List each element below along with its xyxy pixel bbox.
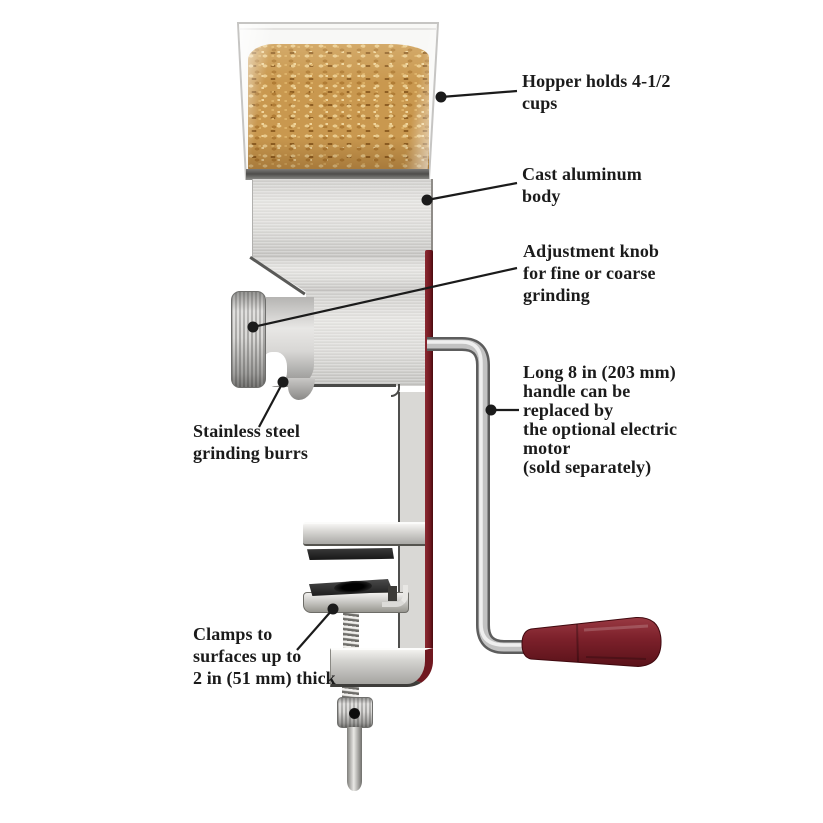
label-line: 2 in (51 mm) thick — [193, 668, 336, 688]
clamp-upper-jaw — [303, 522, 425, 546]
label-body: Cast aluminum body — [522, 163, 642, 207]
knob-boss-bulge — [288, 378, 315, 400]
callout-dot-adjustment — [247, 321, 259, 333]
label-line: Clamps to — [193, 624, 273, 644]
label-line: Adjustment knob — [523, 241, 660, 261]
label-line: replaced by — [523, 400, 614, 420]
callout-line-adjustment — [252, 266, 518, 329]
label-adjustment: Adjustment knob for fine or coarse grind… — [523, 240, 659, 306]
red-painted-edge — [425, 250, 433, 660]
burr-housing-bottom-edge — [303, 384, 396, 387]
clamp-bottom-arm — [330, 648, 433, 687]
label-line: cups — [522, 93, 558, 113]
crank-rod — [427, 337, 542, 654]
callout-dot-clamp — [327, 603, 339, 615]
clamp-screw-lower — [342, 685, 359, 699]
clamp-upper-pad — [307, 548, 394, 560]
label-line: Stainless steel — [193, 421, 300, 441]
label-line: the optional electric — [523, 419, 678, 439]
mill-body-top — [252, 179, 433, 258]
label-line: Cast aluminum — [522, 164, 642, 184]
label-line: for fine or coarse — [523, 263, 656, 283]
clamp-screw-rod — [347, 727, 362, 791]
hopper-glass-sheen — [239, 24, 437, 178]
label-line: body — [522, 186, 561, 206]
label-line: surfaces up to — [193, 646, 302, 666]
callout-dot-burrs — [277, 376, 289, 388]
label-line: (sold separately) — [523, 457, 652, 477]
callout-dot-hopper — [435, 91, 447, 103]
adjustment-knob — [231, 291, 266, 388]
clamp-screw-upper — [343, 612, 359, 650]
callout-line-hopper — [440, 89, 518, 99]
clamp-jaw-hook — [382, 585, 408, 607]
label-line: grinding burrs — [193, 443, 308, 463]
callout-dot-body — [421, 194, 433, 206]
label-burrs: Stainless steel grinding burrs — [193, 420, 308, 464]
hopper — [236, 22, 440, 180]
hopper-base — [246, 169, 429, 180]
callout-dot-handle — [485, 404, 497, 416]
label-line: motor — [523, 438, 571, 458]
label-line: Hopper holds 4-1/2 — [522, 71, 671, 91]
callout-line-burrs — [258, 381, 284, 428]
label-hopper: Hopper holds 4-1/2 cups — [522, 70, 671, 114]
callout-line-body — [426, 181, 518, 202]
label-line: Long 8 in (203 mm) — [523, 362, 676, 382]
clamp-screw-knob-hole — [349, 708, 360, 719]
crank-grip — [521, 616, 662, 668]
label-clamp: Clamps to surfaces up to 2 in (51 mm) th… — [193, 623, 336, 689]
label-line: grinding — [523, 285, 590, 305]
callout-line-clamp — [296, 608, 334, 651]
label-handle: Long 8 in (203 mm) handle can be replace… — [523, 363, 677, 477]
label-line: handle can be — [523, 381, 631, 401]
burr-housing — [306, 292, 433, 386]
